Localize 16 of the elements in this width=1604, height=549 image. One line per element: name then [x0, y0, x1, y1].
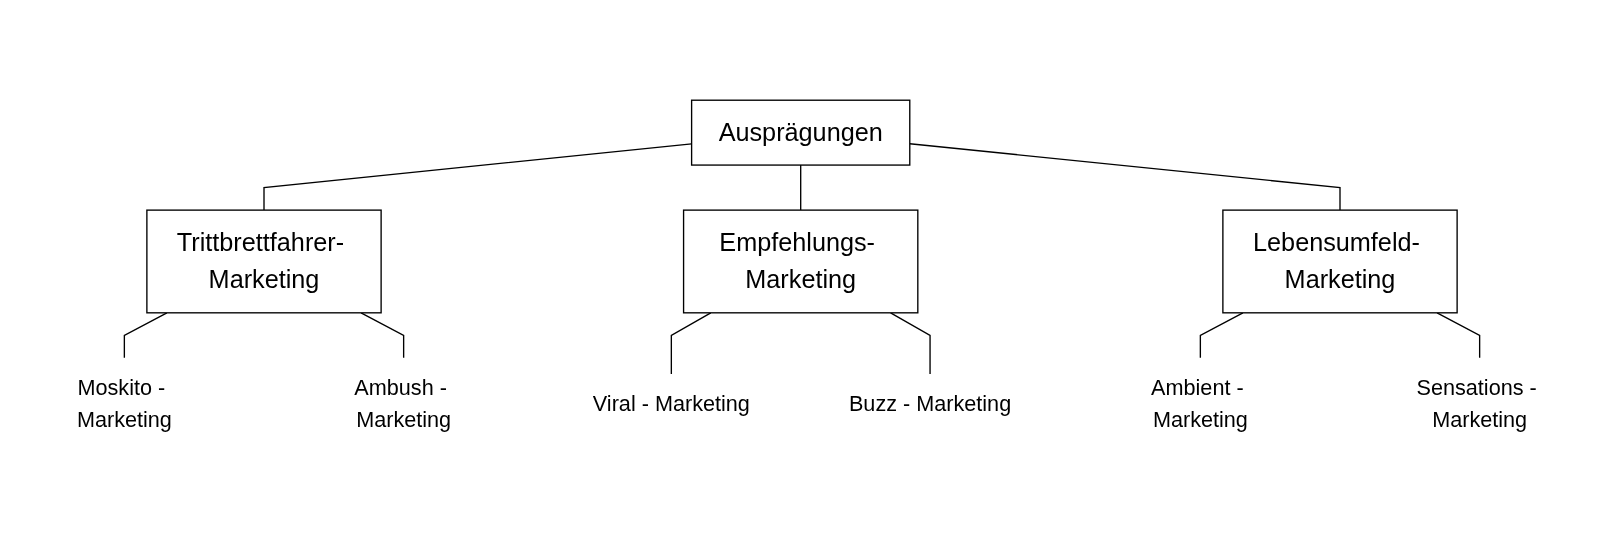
node-box: Trittbrettfahrer- Marketing [146, 208, 382, 313]
connector [1199, 311, 1244, 359]
node-box: Ausprägungen [690, 99, 911, 166]
connector [360, 311, 405, 359]
node-text: Sensations - Marketing [1416, 374, 1537, 432]
connector [1436, 311, 1481, 359]
node-text: Ambush - Marketing [354, 374, 452, 432]
node-text: Viral - Marketing [592, 390, 750, 416]
node-text: Ambient - Marketing [1151, 374, 1248, 432]
node-text: Buzz - Marketing [848, 390, 1012, 416]
node-box: Lebensumfeld- Marketing [1222, 208, 1458, 313]
node-box: Empfehlungs- Marketing [682, 208, 919, 313]
connector [800, 163, 802, 211]
connector [909, 142, 1341, 211]
connector [123, 311, 168, 359]
node-text: Moskito - Marketing [76, 374, 172, 432]
